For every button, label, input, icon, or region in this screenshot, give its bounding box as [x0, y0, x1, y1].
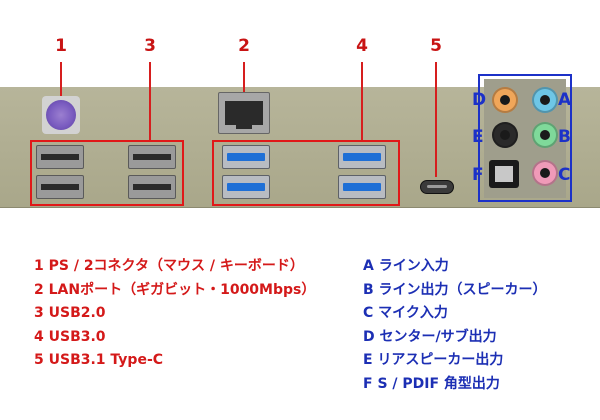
usb3-port — [338, 175, 386, 199]
port-legend-numbers: 1 PS / 2コネクタ（マウス / キーボード） 2 LANポート（ギガビット… — [34, 255, 315, 373]
callout-3-label: 3 — [144, 36, 156, 56]
legend-item-1: 1 PS / 2コネクタ（マウス / キーボード） — [34, 258, 304, 274]
legend-item-b: B ライン出力（スピーカー） — [363, 281, 547, 298]
legend-item-f: F S / PDIF 角型出力 — [363, 375, 500, 392]
callout-1-line — [60, 62, 62, 107]
audio-jack-rear-speaker — [492, 122, 518, 148]
audio-legend-letters: A ライン入力 B ライン出力（スピーカー） C マイク入力 D センター/サブ… — [363, 255, 547, 396]
legend-item-d: D センター/サブ出力 — [363, 328, 497, 345]
audio-highlight-box — [478, 74, 572, 202]
usb3-port — [222, 175, 270, 199]
ps2-port — [42, 96, 80, 134]
audio-letter-a: A — [558, 90, 572, 110]
legend-item-a: A ライン入力 — [363, 258, 449, 274]
legend-item-e: E リアスピーカー出力 — [363, 352, 504, 368]
usb2-port — [36, 145, 84, 169]
usb3-highlight-box — [212, 140, 400, 206]
legend-item-4: 4 USB3.0 — [34, 328, 106, 345]
callout-2-label: 2 — [238, 36, 250, 56]
audio-letter-d: D — [472, 90, 487, 110]
usb2-port — [128, 145, 176, 169]
usb3-port — [222, 145, 270, 169]
callout-5-label: 5 — [430, 36, 442, 56]
audio-jack-line-out — [532, 122, 558, 148]
callout-1-label: 1 — [55, 36, 67, 56]
legend-item-c: C マイク入力 — [363, 305, 448, 321]
audio-jack-center-sub — [492, 87, 518, 113]
callout-3-line — [149, 62, 151, 140]
lan-port — [218, 92, 270, 134]
legend-item-3: 3 USB2.0 — [34, 305, 106, 321]
callout-5-line — [435, 62, 437, 177]
usb3-port — [338, 145, 386, 169]
audio-letter-f: F — [472, 165, 484, 185]
audio-jack-line-in — [532, 87, 558, 113]
callout-2-line — [243, 62, 245, 92]
audio-letter-c: C — [558, 165, 571, 185]
usb2-port — [128, 175, 176, 199]
callout-4-label: 4 — [356, 36, 368, 56]
usb2-port — [36, 175, 84, 199]
audio-letter-b: B — [558, 127, 571, 147]
legend-item-5: 5 USB3.1 Type-C — [34, 352, 164, 368]
spdif-optical-port — [489, 160, 519, 188]
legend-item-2: 2 LANポート（ギガビット・1000Mbps） — [34, 281, 316, 298]
usb2-highlight-box — [30, 140, 184, 206]
usb-c-port — [420, 180, 454, 194]
callout-4-line — [361, 62, 363, 140]
audio-jack-mic-in — [532, 160, 558, 186]
audio-letter-e: E — [472, 127, 484, 147]
